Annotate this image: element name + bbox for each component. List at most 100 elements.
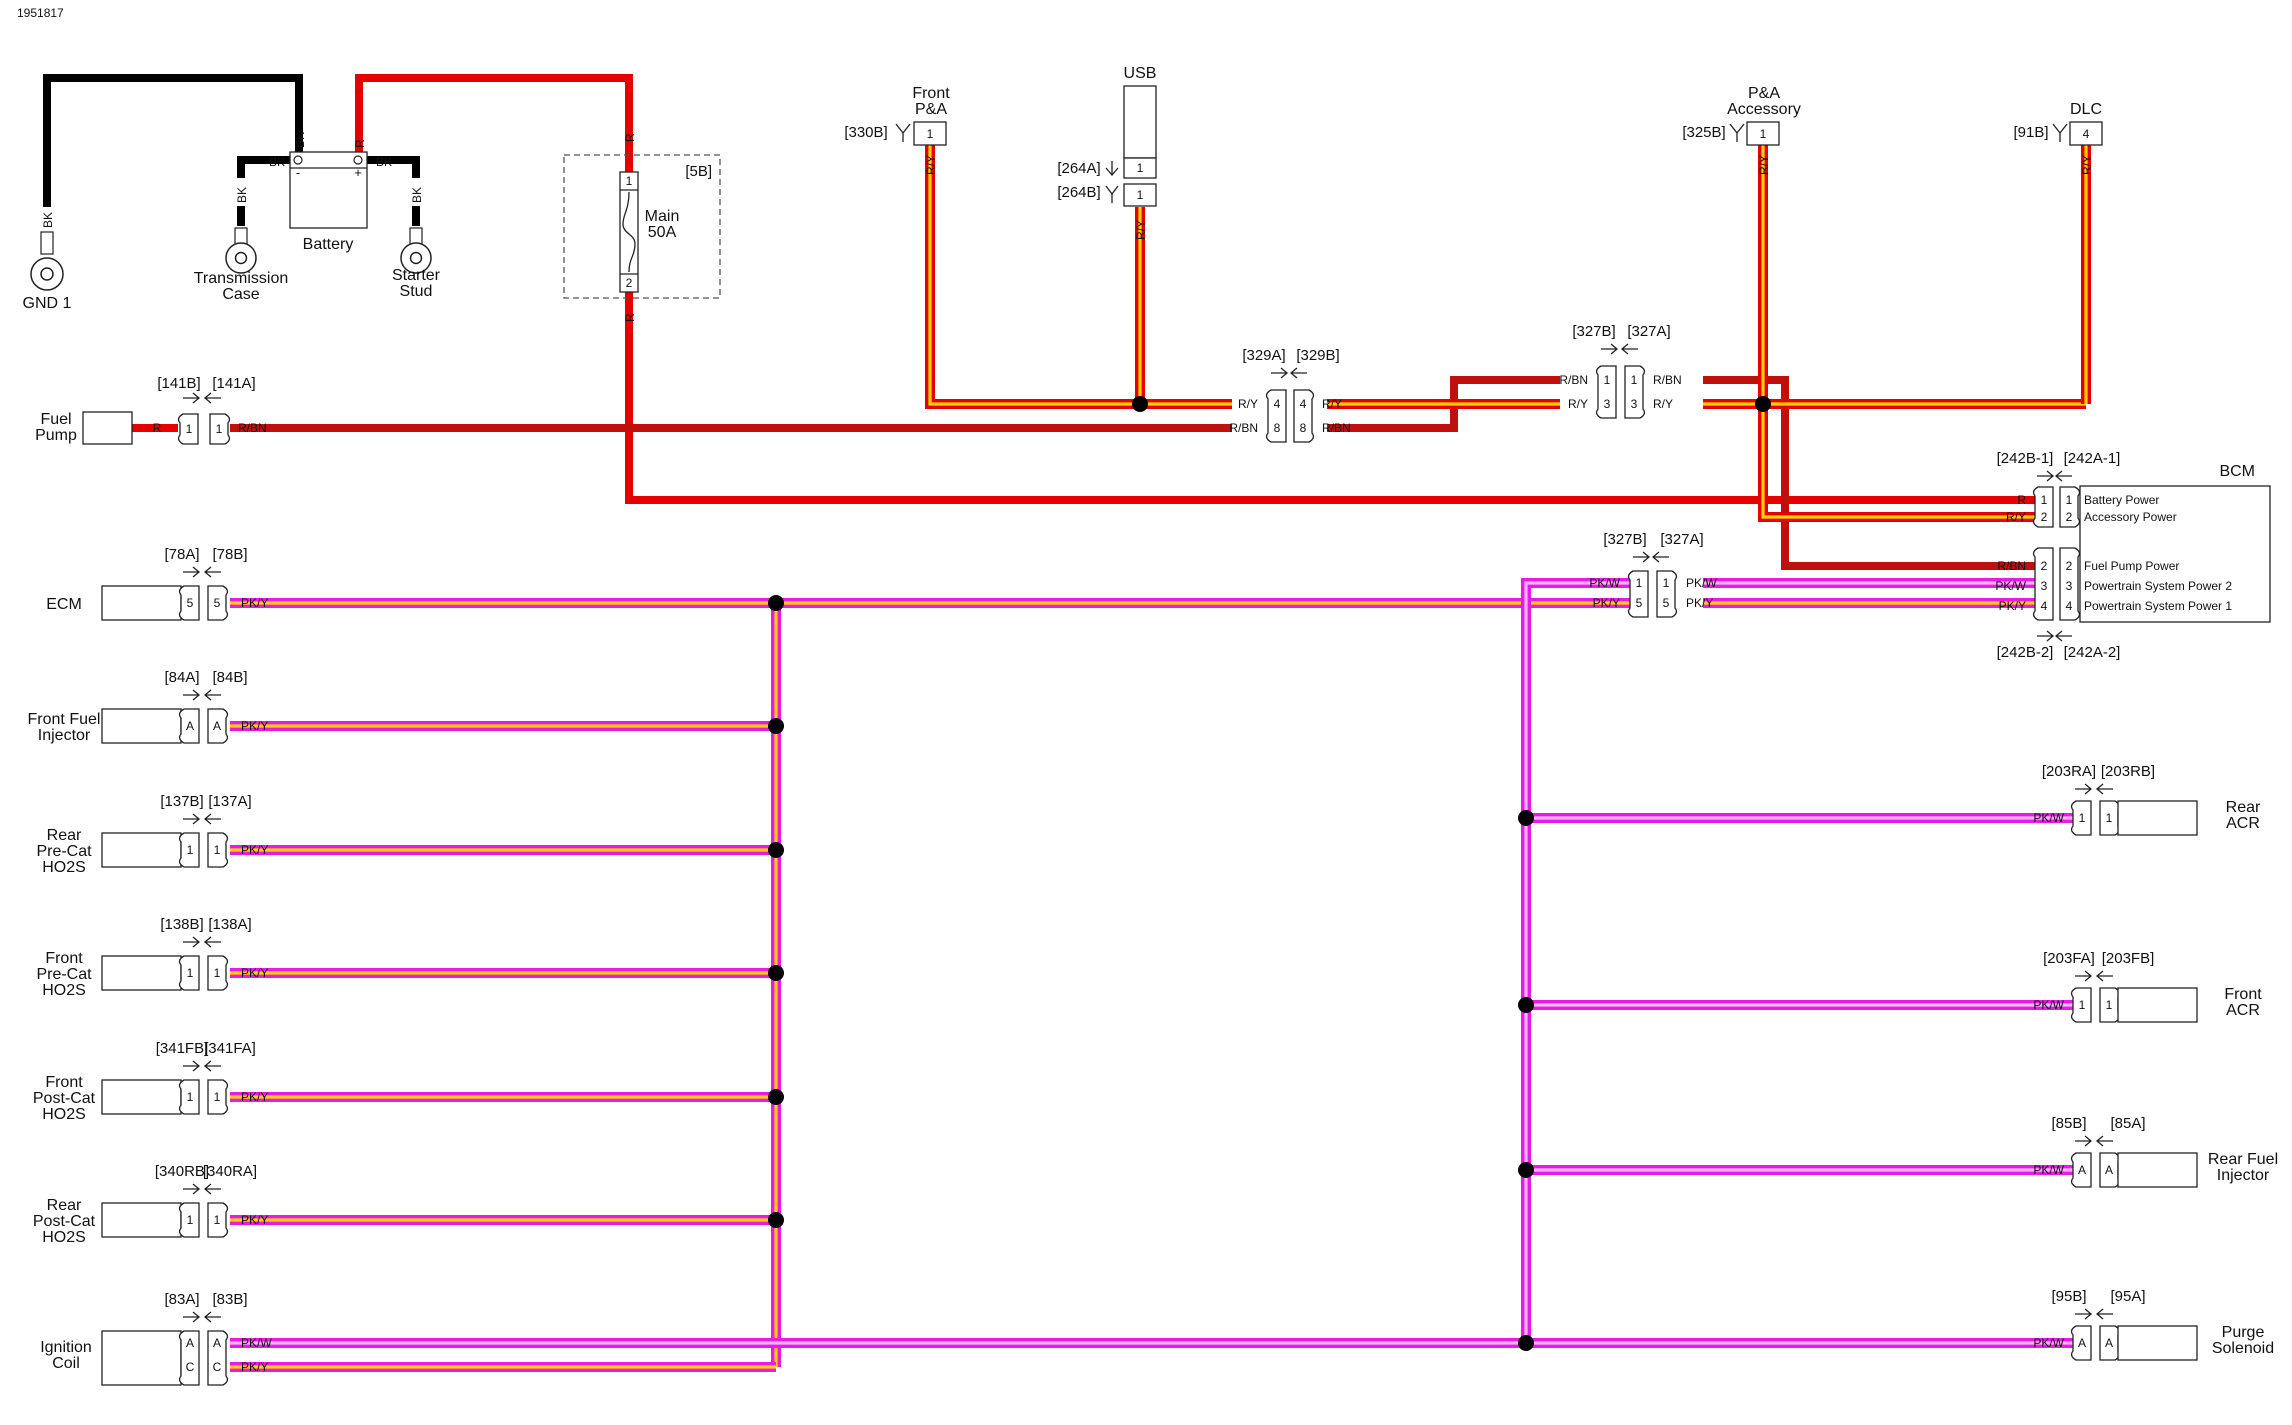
mating-arrow <box>2037 470 2055 482</box>
connector-label: [85B] <box>2051 1115 2086 1132</box>
wire-code: PK/Y <box>1686 596 1713 610</box>
wire-code: R/BN <box>1322 421 1351 435</box>
wire-code: PK/Y <box>241 1090 268 1104</box>
pin-number: 2 <box>2041 510 2048 524</box>
component-name: Injector <box>38 727 91 744</box>
pin-number: A <box>186 1336 194 1350</box>
ignition-coil-connector <box>207 1330 229 1386</box>
connector-label: [341FA] <box>204 1040 256 1057</box>
wire-code: R/BN <box>1997 559 2026 573</box>
connector-label: [340RA] <box>203 1163 257 1180</box>
battery-neg-symbol: - <box>296 165 300 180</box>
wire-code: PK/Y <box>1999 599 2026 613</box>
wire-code: R/Y <box>2006 510 2026 524</box>
bcm-pin-function: Powertrain System Power 2 <box>2084 579 2232 593</box>
bcm-pin-function: Fuel Pump Power <box>2084 559 2179 573</box>
wire-code: R/Y <box>924 155 938 175</box>
splice-dot <box>1518 997 1534 1013</box>
pin-number: 1 <box>2066 493 2073 507</box>
front-pa-label: P&A <box>915 101 947 118</box>
pin-number: 1 <box>214 966 221 980</box>
fuel-pump-label: Pump <box>35 427 77 444</box>
connector-label: [203RB] <box>2101 763 2155 780</box>
inline-connector-327b <box>1627 570 1649 618</box>
wire-code: R <box>153 421 162 435</box>
component-body <box>2117 987 2198 1023</box>
battery-label: Battery <box>303 236 354 253</box>
component-body <box>2117 1152 2198 1188</box>
wire-code: R <box>353 139 367 148</box>
component-name: Front <box>45 1074 83 1091</box>
wire-code: BK <box>376 155 392 169</box>
component-connector <box>178 955 200 991</box>
wire-code: BK <box>41 212 55 228</box>
pin-number: 5 <box>187 596 194 610</box>
mating-arrow <box>2054 630 2072 642</box>
fuse-name: 50A <box>648 224 677 241</box>
connector-label: [78B] <box>212 546 247 563</box>
component-body <box>2117 1325 2198 1361</box>
battery-terminal-pos <box>353 155 363 165</box>
fuse-body <box>619 171 639 293</box>
bcm-pin-function: Powertrain System Power 1 <box>2084 599 2232 613</box>
mating-arrow <box>203 392 221 404</box>
wire-code: R/Y <box>1568 397 1588 411</box>
mating-arrow <box>203 1060 221 1072</box>
mating-arrow <box>2037 630 2055 642</box>
pin-number: 5 <box>214 596 221 610</box>
ignition-coil-label: Ignition <box>40 1339 92 1356</box>
pin-number: 1 <box>214 1213 221 1227</box>
wire-pk-w-bus-stripe <box>1524 581 1635 1343</box>
bcm-pin-function: Battery Power <box>2084 493 2159 507</box>
wire-battery-r <box>355 74 633 172</box>
inline-connector-327a <box>1656 570 1678 618</box>
battery-body <box>289 151 368 229</box>
inline-connector-a <box>1624 365 1646 419</box>
pin-number: 4 <box>2083 127 2090 141</box>
pin-number: A <box>213 1336 221 1350</box>
pin-number: 8 <box>1300 421 1307 435</box>
ground-ring-hole <box>40 267 54 281</box>
wire-code: R/Y <box>2080 155 2094 175</box>
mating-arrow <box>183 392 201 404</box>
component-connector <box>2070 987 2092 1023</box>
pin-number: 1 <box>1137 161 1144 175</box>
pin-number: 1 <box>186 422 193 436</box>
connector-label: [264B] <box>1057 184 1100 201</box>
mating-arrow <box>1289 367 1307 379</box>
connector-label: [137A] <box>208 793 251 810</box>
front-pa-connector <box>913 121 947 146</box>
mating-arrow <box>203 1183 221 1195</box>
connector-label: [203RA] <box>2042 763 2096 780</box>
splice-dot <box>1755 396 1771 412</box>
pin-number: 2 <box>2066 559 2073 573</box>
pin-number: A <box>186 719 194 733</box>
mating-arrow <box>2095 1308 2113 1320</box>
splice-dot <box>1518 1162 1534 1178</box>
battery-terminal-neg <box>293 155 303 165</box>
pin-number: 1 <box>1636 576 1643 590</box>
wire-code: R/Y <box>1134 220 1148 240</box>
wire-fuel-pump-r-bn <box>1703 376 2035 570</box>
pin-number: A <box>2078 1163 2086 1177</box>
connector-label: [83A] <box>164 1291 199 1308</box>
component-body <box>101 955 182 991</box>
usb-connector-b <box>1123 183 1157 207</box>
splice-dot <box>768 718 784 734</box>
component-name: HO2S <box>42 1106 86 1123</box>
mating-arrow <box>2095 1135 2113 1147</box>
mating-arrow <box>1271 367 1289 379</box>
connector-label: [330B] <box>844 124 887 141</box>
transmission-case-label: Transmission <box>194 270 289 287</box>
component-name: Solenoid <box>2212 1340 2274 1357</box>
wire-accessory-power-r-y-stripe <box>1761 145 2035 519</box>
ignition-coil-body <box>101 1330 182 1386</box>
pin-number: 1 <box>2106 811 2113 825</box>
wire-code: R/BN <box>1653 373 1682 387</box>
splice-dot <box>768 1212 784 1228</box>
bcm-connector-242a-1 <box>2059 486 2081 528</box>
connector-label: [95A] <box>2110 1288 2145 1305</box>
pin-number: 4 <box>2066 599 2073 613</box>
